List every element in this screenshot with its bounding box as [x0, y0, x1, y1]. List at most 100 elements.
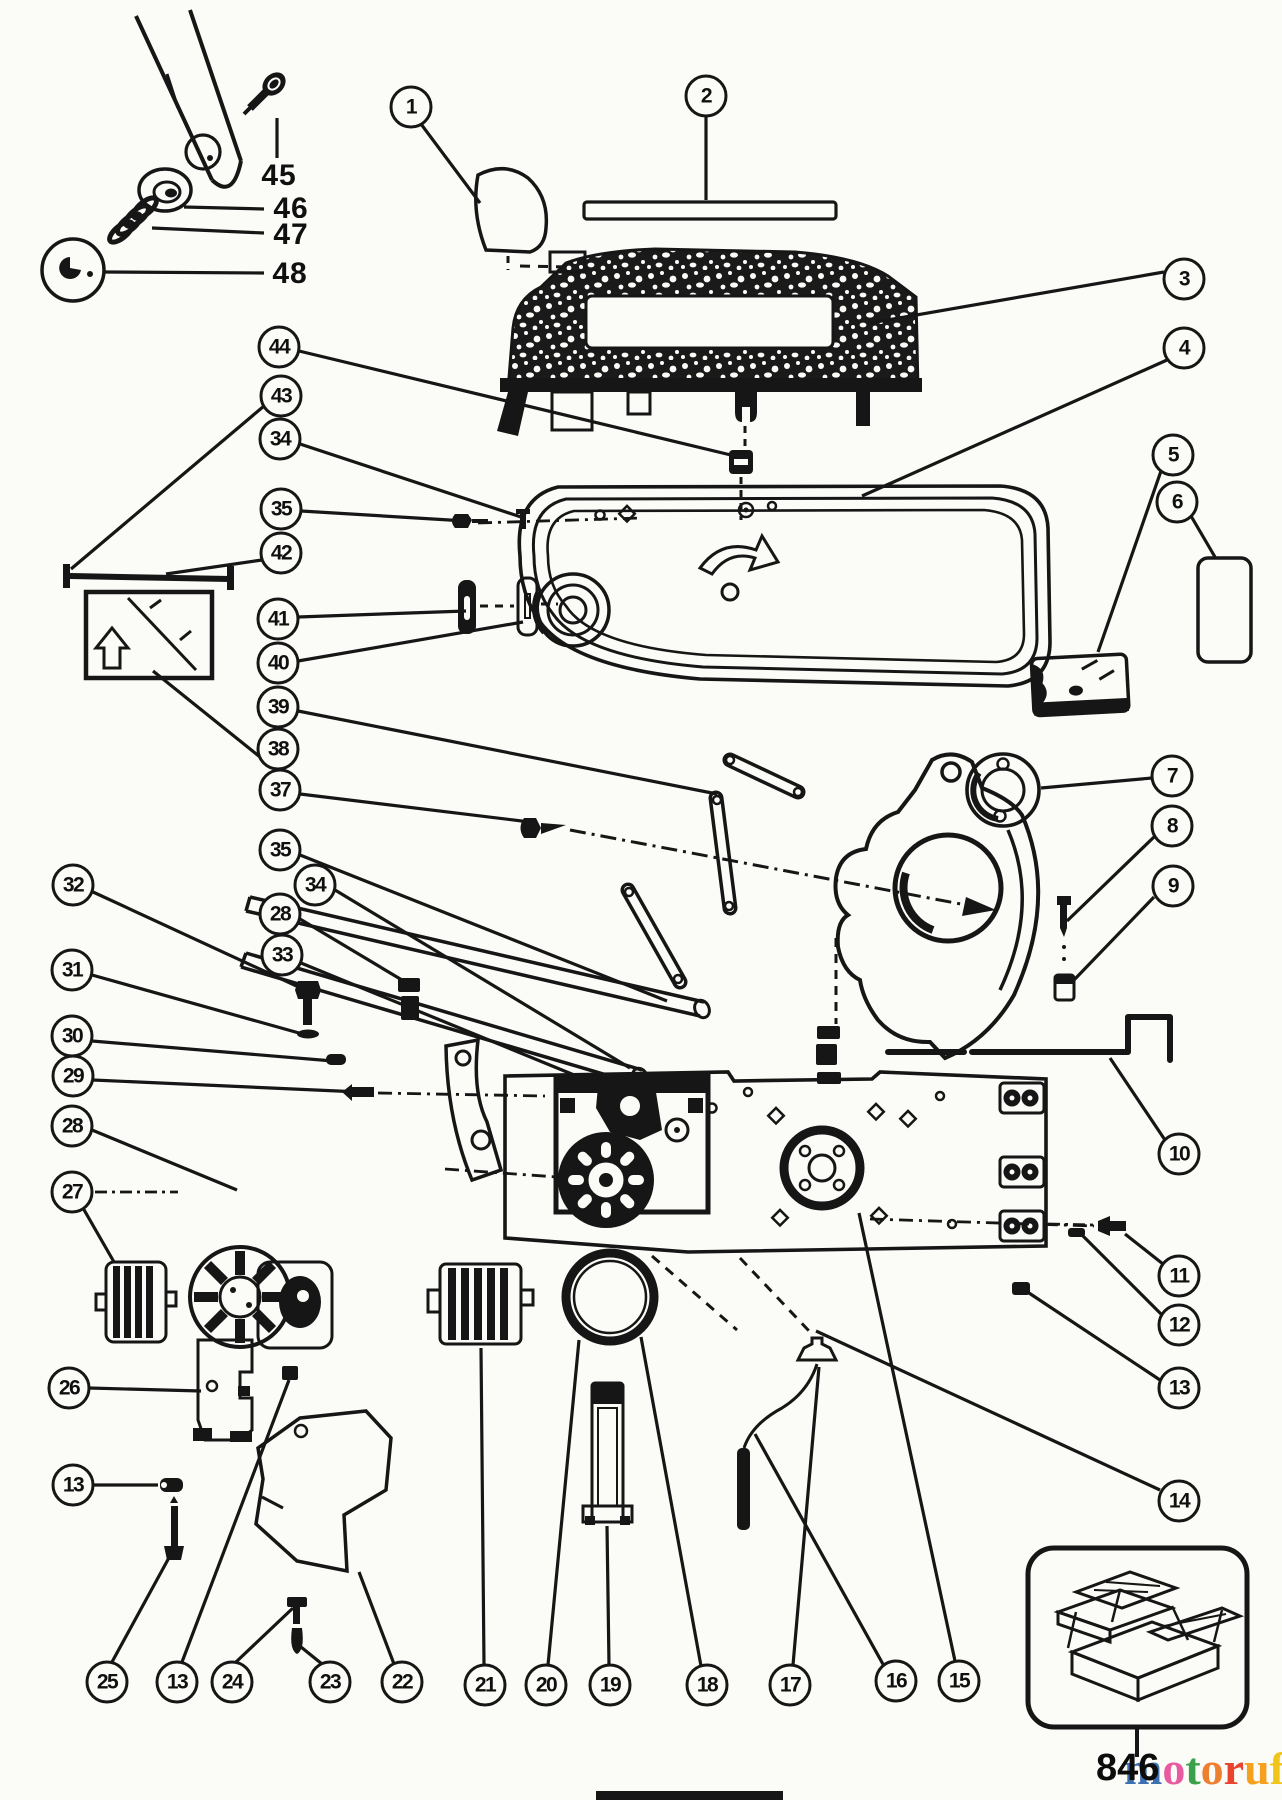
callout-34: 34: [258, 417, 302, 461]
leader-line-30: [91, 1039, 334, 1063]
callout-42: 42: [259, 531, 303, 575]
callout-8: 8: [1150, 804, 1194, 848]
leader-line-29: [92, 1078, 361, 1094]
leader-line-33: [300, 961, 602, 1088]
rod-42: [63, 564, 234, 590]
knob-48: [40, 237, 106, 303]
callout-45: 45: [259, 159, 299, 193]
leader-line-26: [88, 1386, 202, 1393]
tube-19: [581, 1381, 634, 1525]
callout-18: 18: [685, 1663, 729, 1707]
leader-line-34: [334, 888, 631, 1070]
callout-38: 38: [256, 727, 300, 771]
leader-line-7: [1040, 776, 1153, 790]
blade-hub: [779, 1125, 865, 1211]
toolbox-inset: [1025, 1545, 1250, 1757]
chute-deflector: [833, 752, 1041, 1061]
callout-4: 4: [1162, 326, 1206, 370]
leader-line-15: [857, 1212, 957, 1662]
leader-line-39: [297, 709, 718, 796]
leader-line-22: [357, 1571, 396, 1665]
spring-47: [107, 195, 159, 245]
leader-line-25: [110, 1553, 173, 1663]
leader-line-8: [1065, 835, 1156, 923]
washer-46: [137, 167, 193, 213]
pulley: [558, 1132, 654, 1228]
part-6-panel: [1196, 556, 1253, 664]
callout-6: 6: [1155, 480, 1199, 524]
callout-31: 31: [50, 948, 94, 992]
logo-letter: r: [1223, 1743, 1245, 1794]
part-2-trim-strip: [582, 200, 838, 221]
callout-47: 47: [271, 218, 311, 252]
leader-line-11: [1124, 1232, 1164, 1266]
toolbox-icon: [1053, 1570, 1245, 1703]
leader-line-13: [1028, 1291, 1161, 1382]
callout-2: 2: [684, 74, 728, 118]
rod-10: [885, 1014, 1173, 1063]
leader-line-13: [180, 1379, 291, 1663]
bolt-32: [295, 981, 321, 1025]
leader-line-3: [869, 270, 1165, 325]
callout-12: 12: [1157, 1303, 1201, 1347]
scan-artifact-bar: [596, 1791, 783, 1800]
leader-line-24: [234, 1606, 295, 1664]
logo-letter: f: [1269, 1743, 1282, 1794]
leader-line-6: [1189, 515, 1217, 558]
callout-14: 14: [1157, 1479, 1201, 1523]
callout-44: 44: [257, 325, 301, 369]
cable-sleeve-16: [737, 1448, 750, 1530]
callout-32: 32: [51, 863, 95, 907]
callout-19: 19: [588, 1663, 632, 1707]
callout-9: 9: [1151, 864, 1195, 908]
engine-assembly: [188, 1245, 334, 1442]
callout-28: 28: [258, 892, 302, 936]
leader-line-23: [299, 1645, 324, 1666]
leader-line-10: [1108, 1057, 1167, 1141]
callout-22: 22: [380, 1660, 424, 1704]
leader-line-38: [151, 669, 262, 759]
leader-line-40: [297, 620, 524, 663]
callout-26: 26: [47, 1366, 91, 1410]
bolt-engine: [238, 1386, 250, 1396]
page-number: 846: [1096, 1747, 1160, 1789]
leader-line-32: [92, 890, 304, 991]
callout-43: 43: [259, 374, 303, 418]
callout-34: 34: [293, 863, 337, 907]
callout-23: 23: [308, 1660, 352, 1704]
logo-letter: m: [1124, 1743, 1163, 1794]
callout-10: 10: [1157, 1132, 1201, 1176]
pin-34-upper: [516, 509, 530, 529]
callout-28: 28: [50, 1104, 94, 1148]
linkage-arms: [620, 752, 806, 990]
callout-37: 37: [258, 768, 302, 812]
nut-13-right: [1012, 1282, 1030, 1295]
leader-line-21: [479, 1347, 486, 1666]
callout-40: 40: [256, 641, 300, 685]
callout-11: 11: [1157, 1254, 1201, 1298]
logo-letter: o: [1162, 1743, 1186, 1794]
leader-line-9: [1072, 895, 1156, 982]
leader-line-35: [300, 509, 467, 523]
leader-line-18: [639, 1336, 703, 1667]
callout-17: 17: [768, 1663, 812, 1707]
o-ring-20: [561, 1248, 659, 1346]
leader-line-17: [791, 1366, 821, 1666]
leader-line-20: [546, 1339, 581, 1666]
callout-27: 27: [50, 1170, 94, 1214]
leader-line-41: [297, 609, 467, 619]
callout-3: 3: [1162, 257, 1206, 301]
boot-27: [94, 1190, 178, 1344]
washer-31: [297, 1029, 319, 1039]
leader-line-35: [299, 853, 668, 1003]
spacer-9: [1053, 973, 1076, 1002]
callout-48: 48: [270, 257, 310, 291]
leader-line-28: [299, 917, 408, 985]
callout-41: 41: [256, 597, 300, 641]
leader-line-27: [81, 1207, 116, 1263]
nut-13-bottom: [282, 1366, 298, 1380]
leader-line-16: [753, 1433, 886, 1667]
callout-13: 13: [51, 1463, 95, 1507]
